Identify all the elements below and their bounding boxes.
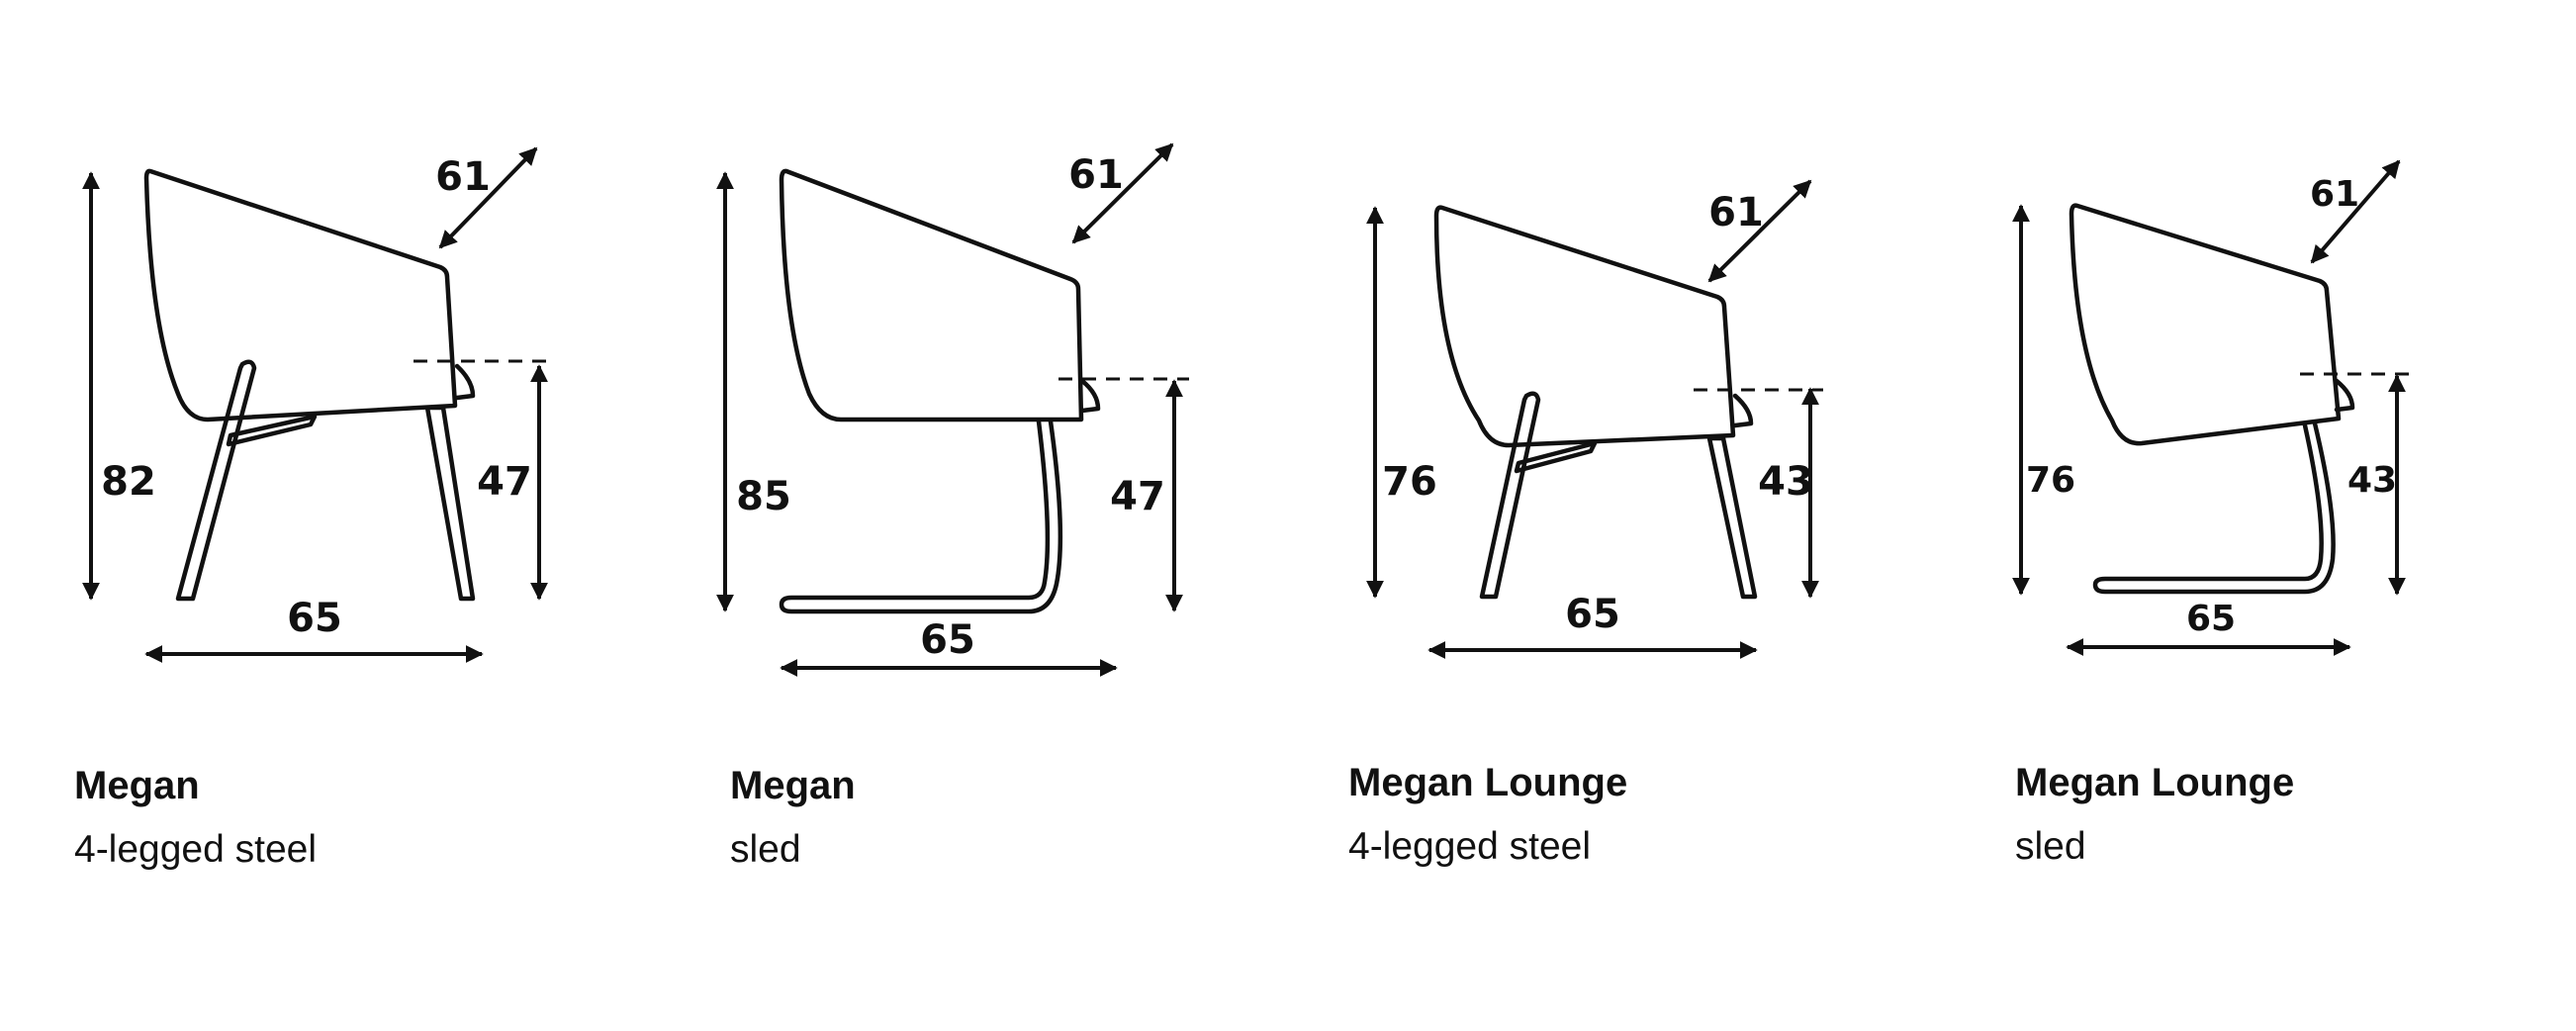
product-name: Megan Lounge — [1348, 761, 1628, 804]
sled-base — [2092, 421, 2336, 595]
front-leg — [175, 359, 257, 602]
width-label: 65 — [287, 596, 342, 641]
armrest-tab — [1732, 393, 1754, 428]
seat-height-label: 47 — [477, 459, 532, 505]
chair-shell — [1433, 205, 1736, 448]
width-label: 65 — [2186, 599, 2236, 639]
height-label: 76 — [1382, 459, 1437, 505]
seat-height-label: 43 — [1758, 459, 1813, 505]
chair-shell — [779, 168, 1084, 422]
armrest-tab — [454, 363, 476, 401]
height-label: 85 — [736, 474, 791, 519]
product-name: Megan — [730, 764, 856, 807]
width-label: 65 — [1565, 592, 1620, 637]
depth-arrow — [1707, 179, 1812, 283]
caption-megan-4-legged: Megan 4-legged steel — [74, 762, 317, 874]
sled-base — [779, 419, 1063, 614]
height-label: 76 — [2026, 460, 2075, 501]
drawing-megan-lounge-sled — [2069, 203, 2355, 595]
chair-shell — [143, 168, 458, 422]
seat-height-label: 47 — [1110, 474, 1165, 519]
width-label: 65 — [920, 617, 975, 663]
height-label: 82 — [101, 459, 156, 505]
depth-label: 61 — [435, 154, 491, 200]
drawing-megan-lounge-4-legged — [1433, 205, 1758, 600]
depth-label: 61 — [1068, 152, 1124, 198]
stretcher — [226, 414, 318, 447]
dimension-lines-chair-2 — [716, 142, 1189, 677]
product-name: Megan — [74, 764, 200, 807]
armrest-tab — [1079, 378, 1101, 414]
dimension-lines-chair-4 — [2012, 159, 2414, 656]
back-leg — [424, 405, 476, 602]
depth-arrow — [2310, 159, 2401, 264]
product-base: 4-legged steel — [74, 828, 318, 871]
drawing-megan-sled — [779, 168, 1101, 614]
dimension-lines-chair-1 — [82, 146, 554, 663]
caption-megan-lounge-4-legged: Megan Lounge 4-legged steel — [1348, 759, 1627, 871]
dimension-lines-chair-3 — [1366, 179, 1823, 659]
depth-arrow — [438, 146, 538, 249]
product-base: 4-legged steel — [1348, 825, 1592, 868]
depth-label: 61 — [2310, 174, 2359, 215]
back-leg — [1706, 435, 1758, 600]
armrest-tab — [2334, 378, 2355, 413]
drawing-megan-4-legged — [143, 168, 476, 602]
product-name: Megan Lounge — [2015, 761, 2295, 804]
product-base: sled — [2015, 825, 2086, 868]
caption-megan-sled: Megan sled — [730, 762, 856, 874]
caption-megan-lounge-sled: Megan Lounge sled — [2015, 759, 2294, 871]
chair-shell — [2069, 203, 2342, 446]
product-base: sled — [730, 828, 801, 871]
stretcher — [1514, 440, 1598, 474]
depth-label: 61 — [1708, 190, 1764, 235]
front-leg — [1479, 391, 1541, 600]
depth-arrow — [1071, 142, 1174, 244]
seat-height-label: 43 — [2347, 460, 2397, 501]
